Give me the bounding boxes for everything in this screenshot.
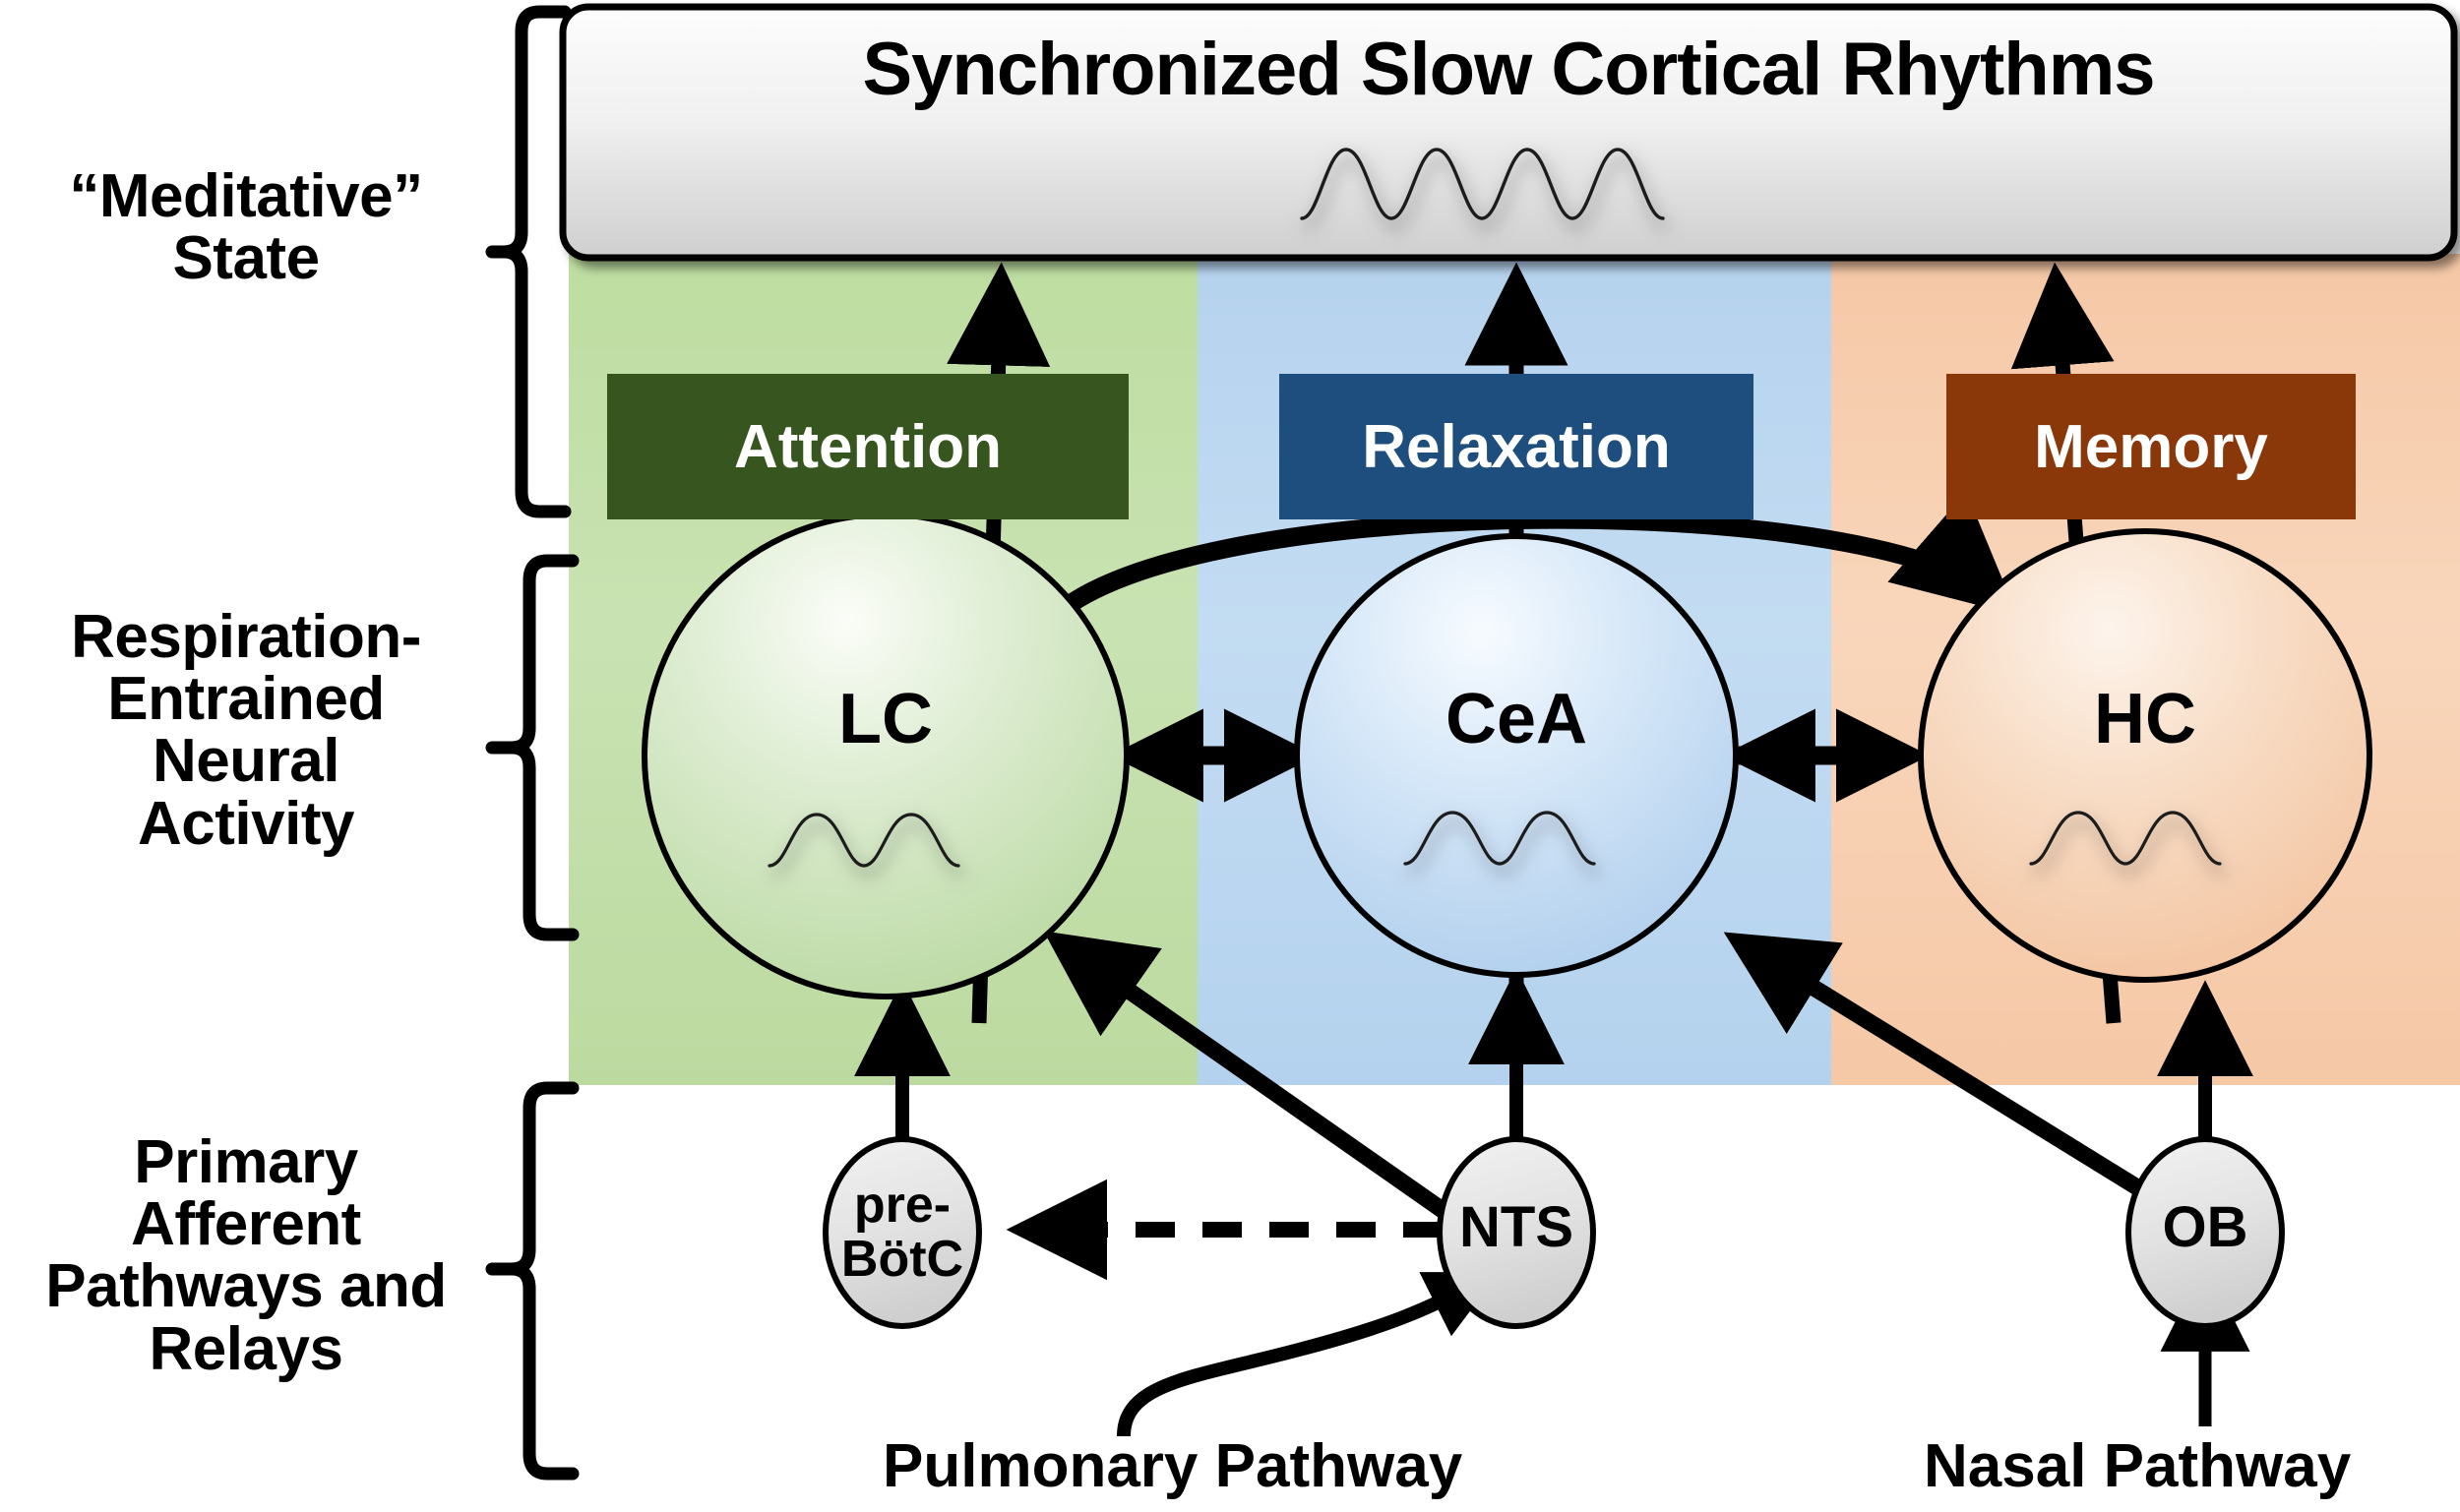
brace-primary xyxy=(485,1081,580,1481)
tier-label-respiration-entrained: Respiration- Entrained Neural Activity xyxy=(0,606,492,855)
node-label-hc: HC xyxy=(2094,680,2196,758)
tier-label-line: Relays xyxy=(149,1314,343,1383)
node-label-cea: CeA xyxy=(1445,680,1588,758)
label-pulmonary-pathway: Pulmonary Pathway xyxy=(883,1432,1463,1500)
tier-label-line: Neural xyxy=(153,727,339,796)
prebotc-line: BötC xyxy=(840,1231,964,1289)
tier-label-meditative-state: “Meditative” State xyxy=(0,162,492,293)
banner-wave-icon xyxy=(1300,148,1665,220)
arrow-lc-to-hc-curve xyxy=(1038,491,2018,632)
tier-label-line: Entrained xyxy=(107,665,385,734)
brace-respiration xyxy=(485,554,580,941)
arrow-pulmonary-to-nts xyxy=(1117,1272,1500,1437)
node-label-ob: OB xyxy=(2162,1195,2248,1259)
relay-node-shapes xyxy=(823,1136,2285,1329)
prebotc-line: pre- xyxy=(853,1177,952,1234)
tier-label-line: State xyxy=(172,224,320,293)
tier-braces xyxy=(485,5,580,1481)
banner-shape xyxy=(559,3,2458,262)
tier-label-line: Afferent xyxy=(131,1190,361,1259)
tier-label-line: Primary xyxy=(134,1128,358,1196)
arrow-nts-to-lc xyxy=(1043,931,1481,1240)
label-nasal-pathway: Nasal Pathway xyxy=(1924,1432,2352,1500)
banner-title: Synchronized Slow Cortical Rhythms xyxy=(862,28,2155,111)
chip-attention: Attention xyxy=(607,374,1129,519)
tier-label-line: Respiration- xyxy=(71,603,421,671)
node-label-nts: NTS xyxy=(1459,1195,1573,1259)
chip-relaxation: Relaxation xyxy=(1279,374,1753,519)
nts-ellipse xyxy=(1437,1136,1596,1329)
tier-label-line: “Meditative” xyxy=(69,162,423,230)
brace-meditative xyxy=(485,5,572,518)
arrow-ob-to-cea xyxy=(1723,932,2155,1203)
chip-memory: Memory xyxy=(1946,374,2356,519)
tier-label-line: Pathways and xyxy=(45,1252,447,1321)
node-label-prebotc: pre- BötC xyxy=(814,1177,991,1289)
node-cea xyxy=(1294,533,1739,978)
ob-ellipse xyxy=(2125,1136,2285,1329)
node-hc xyxy=(1918,528,2372,983)
prebotc-ellipse xyxy=(823,1136,982,1329)
tier-label-primary-afferent: Primary Afferent Pathways and Relays xyxy=(0,1131,492,1380)
node-label-lc: LC xyxy=(838,680,933,758)
tier-label-line: Activity xyxy=(138,789,354,858)
